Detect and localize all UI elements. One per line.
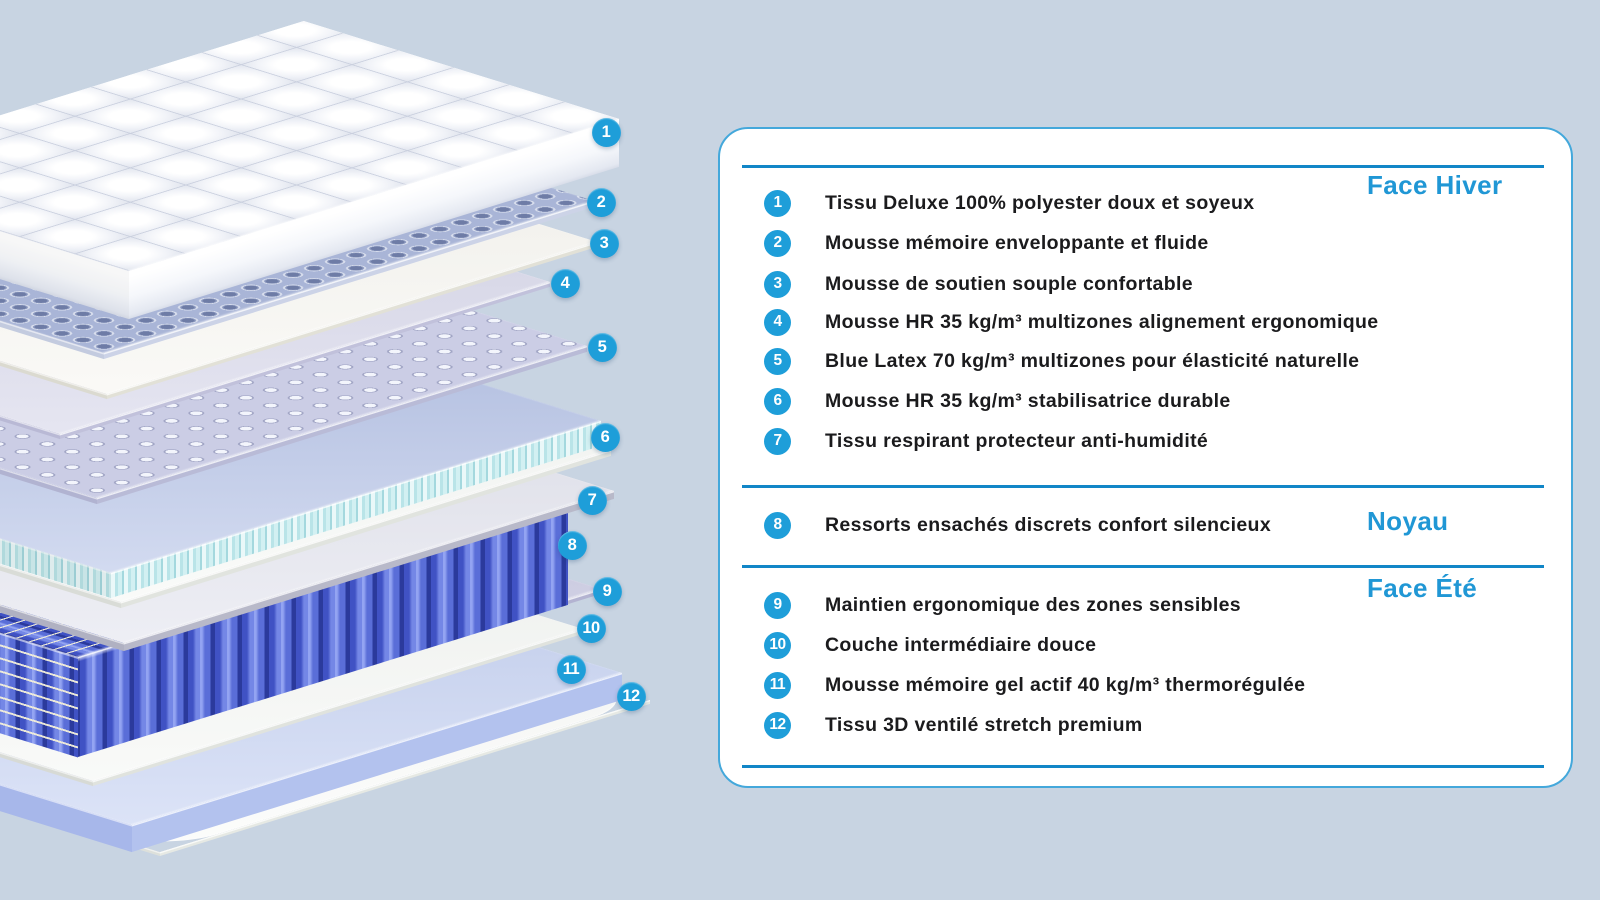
legend-item-11-badge: 11 [764, 671, 791, 699]
legend-item-12-text: Tissu 3D ventilé stretch premium [825, 714, 1143, 736]
legend-item-1-text: Tissu Deluxe 100% polyester doux et soye… [825, 192, 1255, 214]
legend-item-1-badge: 1 [764, 189, 791, 217]
legend-panel-content: Face Hiver 1 Tissu Deluxe 100% polyester d… [720, 129, 1571, 786]
legend-item-4-text: Mousse HR 35 kg/m³ multizones alignement… [825, 311, 1379, 333]
section-divider [742, 565, 1544, 568]
section-header: Noyau [1367, 506, 1449, 536]
layer-marker-12: 12 [616, 681, 646, 711]
legend-item-7-badge: 7 [764, 427, 791, 455]
legend-item-4-badge: 4 [764, 308, 791, 336]
legend-item-8-badge: 8 [764, 511, 791, 539]
section-header: Face Été [1367, 573, 1478, 603]
legend-item-2-text: Mousse mémoire enveloppante et fluide [825, 232, 1209, 254]
legend-item-3-badge: 3 [764, 270, 791, 298]
layer-marker-9: 9 [592, 576, 622, 606]
legend-item-7-text: Tissu respirant protecteur anti-humidité [825, 430, 1209, 452]
layer-marker-4: 4 [550, 268, 580, 298]
section-divider [742, 165, 1544, 168]
legend-item-2-badge: 2 [764, 229, 791, 257]
legend-item-9-text: Maintien ergonomique des zones sensibles [825, 594, 1242, 616]
layer-marker-6: 6 [590, 422, 620, 452]
legend-item-10-text: Couche intermédiaire douce [825, 634, 1097, 656]
layer-marker-8: 8 [557, 530, 587, 560]
section-header: Face Hiver [1367, 170, 1503, 200]
layer-marker-3: 3 [589, 228, 619, 258]
layer-marker-10: 10 [576, 613, 606, 643]
layer-marker-5: 5 [587, 332, 617, 362]
legend-item-6-text: Mousse HR 35 kg/m³ stabilisatrice durabl… [825, 390, 1231, 412]
legend-item-9-badge: 9 [764, 591, 791, 619]
legend-item-5-badge: 5 [764, 347, 791, 375]
legend-panel: Face Hiver 1 Tissu Deluxe 100% polyester d… [718, 127, 1573, 788]
layer-marker-1: 1 [591, 117, 621, 147]
legend-item-12-badge: 12 [764, 711, 791, 739]
legend-item-8-text: Ressorts ensachés discrets confort silen… [825, 514, 1272, 536]
bottom-divider [742, 765, 1544, 768]
layer-marker-7: 7 [577, 485, 607, 515]
legend-item-3-text: Mousse de soutien souple confortable [825, 273, 1193, 295]
layer-marker-2: 2 [586, 187, 616, 217]
legend-item-10-badge: 10 [764, 631, 791, 659]
legend-item-5-text: Blue Latex 70 kg/m³ multizones pour élas… [825, 350, 1360, 372]
legend-item-11-text: Mousse mémoire gel actif 40 kg/m³ thermo… [825, 674, 1306, 696]
legend-item-6-badge: 6 [764, 387, 791, 415]
layer-marker-11: 11 [556, 654, 586, 684]
section-divider [742, 485, 1544, 488]
